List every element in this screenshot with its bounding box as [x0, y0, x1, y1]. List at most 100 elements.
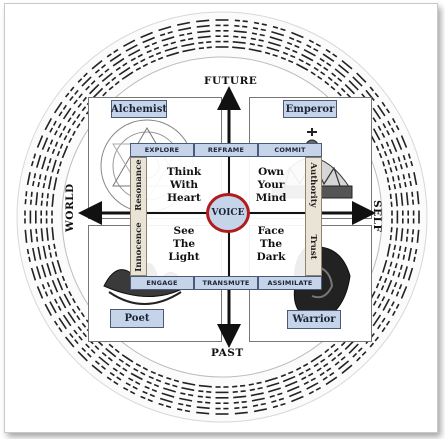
hexagram-line — [158, 25, 172, 32]
hexagram-line — [198, 384, 212, 388]
hexagram-line — [407, 153, 411, 159]
hexagram-line — [272, 405, 279, 409]
hexagram-line — [280, 56, 287, 61]
hexagram-line — [32, 180, 35, 187]
hexagram-line — [41, 137, 49, 150]
hexagram-line — [292, 49, 298, 54]
hexagram-line — [232, 46, 246, 50]
hexagram-line — [387, 159, 391, 165]
hexagram-line — [52, 120, 57, 126]
hexagram-line — [402, 154, 406, 161]
hexagram-line — [271, 30, 285, 37]
hexagram-line — [416, 229, 420, 243]
hexagram-line — [47, 176, 53, 190]
hexagram-line — [33, 173, 37, 179]
bottom-bar-engage: ENGAGE — [130, 276, 194, 290]
hexagram-line — [395, 291, 400, 297]
hexagram-line — [62, 314, 72, 327]
voice-label: VOICE — [211, 208, 245, 218]
quadrant-top-left-line-1: Think — [166, 166, 202, 178]
hexagram-line — [266, 382, 280, 388]
hexagram-line — [397, 175, 400, 181]
hexagram-line — [180, 39, 186, 42]
hexagram-line — [157, 56, 164, 61]
hexagram-line — [407, 267, 414, 281]
hexagram-line — [106, 376, 112, 381]
hexagram-line — [158, 402, 164, 406]
hexagram-line — [196, 24, 210, 28]
hexagram-line — [54, 251, 58, 257]
quadrant-top-right-line-2: Your — [257, 179, 285, 191]
hexagram-line — [315, 386, 321, 391]
hexagram-line — [372, 314, 382, 327]
hexagram-line — [77, 78, 83, 83]
hexagram-line — [61, 275, 66, 282]
hexagram-line — [259, 33, 265, 37]
hexagram-line — [393, 183, 397, 190]
hexagram-line — [187, 393, 194, 397]
hexagram-line — [248, 383, 254, 386]
hexagram-line — [64, 336, 75, 348]
hexagram-line — [356, 356, 361, 362]
hexagram-line — [49, 301, 57, 314]
hexagram-line — [181, 42, 195, 48]
hexagram-glyph — [106, 48, 134, 80]
hexagram-line — [330, 343, 336, 349]
hexagram-glyph — [280, 31, 304, 64]
hexagram-line — [390, 289, 395, 295]
hexagram-line — [122, 367, 128, 372]
hexagram-line — [338, 64, 350, 74]
hexagram-line — [298, 371, 304, 376]
hexagram-line — [182, 48, 196, 53]
hexagram-line — [319, 371, 325, 377]
hexagram-line — [282, 375, 296, 383]
hexagram-line — [374, 336, 380, 342]
hexagram-line — [123, 39, 136, 48]
hexagram-line — [324, 348, 330, 354]
hexagram-line — [352, 352, 358, 358]
hexagram-line — [327, 76, 333, 82]
hexagram-glyph — [177, 21, 196, 53]
hexagram-line — [381, 101, 386, 107]
hexagram-line — [35, 192, 39, 206]
hexagram-line — [140, 58, 146, 63]
hexagram-line — [313, 47, 319, 52]
hexagram-line — [266, 46, 280, 52]
hexagram-line — [101, 72, 113, 82]
hexagram-line — [268, 41, 281, 47]
hexagram-line — [402, 266, 409, 280]
hexagram-line — [381, 327, 386, 333]
hexagram-line — [67, 311, 76, 324]
hexagram-line — [62, 107, 72, 120]
hexagram-line — [133, 62, 139, 67]
hexagram-line — [381, 296, 386, 302]
hexagram-line — [85, 85, 90, 91]
hexagram-line — [301, 376, 307, 381]
hexagram-line — [164, 46, 178, 52]
hexagram-line — [63, 135, 68, 141]
hexagram-line — [348, 80, 359, 91]
hexagram-line — [73, 99, 78, 105]
hexagram-line — [184, 409, 191, 413]
hexagram-line — [51, 159, 57, 173]
hexagram-line — [72, 130, 76, 137]
hexagram-line — [163, 43, 169, 47]
hexagram-line — [146, 380, 152, 385]
hexagram-line — [375, 145, 380, 151]
hexagram-line — [91, 59, 103, 70]
hexagram-glyph — [324, 343, 353, 375]
hexagram-line — [256, 381, 262, 385]
hexagram-line — [286, 385, 300, 393]
hexagram-line — [400, 192, 404, 206]
hexagram-line — [29, 229, 33, 243]
hexagram-line — [405, 192, 409, 206]
hexagram-line — [147, 398, 153, 403]
hexagram-line — [337, 91, 342, 97]
archetype-emperor: Emperor — [283, 100, 337, 118]
hexagram-line — [398, 284, 403, 290]
hexagram-line — [150, 370, 156, 375]
hexagram-line — [310, 377, 316, 382]
hexagram-line — [280, 28, 286, 32]
hexagram-line — [150, 59, 156, 64]
hexagram-line — [166, 377, 172, 381]
